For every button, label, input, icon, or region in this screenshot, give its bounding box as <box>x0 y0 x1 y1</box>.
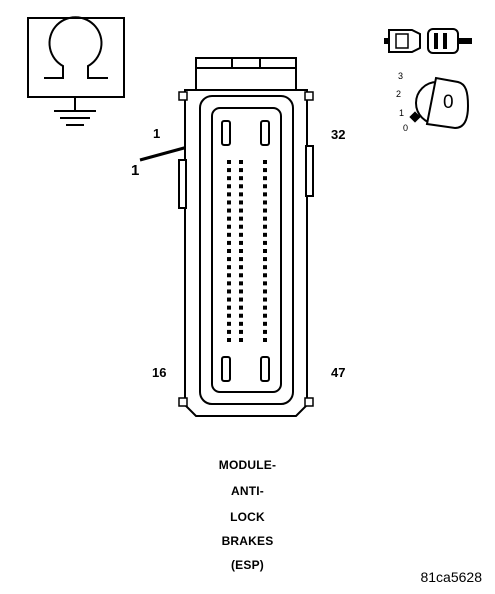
signal-pin <box>227 232 231 237</box>
pin-label-bottom-right: 47 <box>331 365 346 380</box>
signal-pin <box>263 257 267 262</box>
signal-pin <box>227 313 231 318</box>
signal-pin <box>227 273 231 278</box>
ignition-position-label: 0 <box>403 123 409 133</box>
signal-pin <box>227 249 231 253</box>
signal-pin <box>227 289 231 294</box>
signal-pin <box>263 232 267 237</box>
signal-pin <box>227 224 231 229</box>
signal-pin <box>239 176 243 181</box>
signal-pin <box>263 273 267 278</box>
signal-pin <box>263 160 267 164</box>
signal-pin <box>239 321 243 326</box>
signal-pin <box>227 265 231 270</box>
signal-pin <box>263 208 267 213</box>
signal-pin <box>263 224 267 229</box>
caption-line: LOCK <box>230 510 265 524</box>
signal-pin <box>263 200 267 205</box>
ignition-key-off-icon <box>409 76 470 130</box>
signal-pin <box>239 208 243 213</box>
signal-pin <box>239 249 243 253</box>
signal-pin <box>227 184 231 189</box>
signal-pin <box>239 297 243 302</box>
pin-label-top-right: 32 <box>331 127 346 142</box>
caption-line: BRAKES <box>221 534 274 548</box>
pin-label-bottom-left: 16 <box>152 365 167 380</box>
ignition-key-label: 0 <box>443 92 454 113</box>
connector-unplugged-icon <box>384 28 472 54</box>
signal-pin-grid <box>227 160 267 342</box>
signal-pin <box>227 305 231 310</box>
signal-pin <box>239 240 243 245</box>
signal-pin <box>227 297 231 302</box>
signal-pin <box>239 224 243 229</box>
signal-pin <box>263 281 267 286</box>
ignition-position-label: 2 <box>396 89 402 99</box>
caption-line: ANTI- <box>231 484 264 498</box>
ignition-position-label: 1 <box>399 108 405 118</box>
signal-pin <box>239 338 243 342</box>
figure-id: 81ca5628 <box>420 569 482 585</box>
signal-pin <box>239 329 243 334</box>
signal-pin <box>227 281 231 286</box>
signal-pin <box>239 265 243 270</box>
signal-pin <box>239 160 243 164</box>
signal-pin <box>227 200 231 205</box>
signal-pin <box>263 265 267 270</box>
caption-line: (ESP) <box>230 558 264 572</box>
signal-pin <box>227 192 231 197</box>
signal-pin <box>239 192 243 197</box>
signal-pin <box>227 240 231 245</box>
signal-pin <box>239 216 243 221</box>
signal-pin <box>227 338 231 342</box>
signal-pin <box>263 249 267 253</box>
signal-pin <box>239 168 243 173</box>
signal-pin <box>227 257 231 262</box>
signal-pin <box>263 338 267 342</box>
signal-pin <box>263 176 267 181</box>
abs-module-connector <box>178 57 314 417</box>
signal-pin <box>227 176 231 181</box>
caption-line: MODULE- <box>218 458 277 472</box>
signal-pin <box>239 257 243 262</box>
signal-pin <box>239 232 243 237</box>
signal-pin <box>227 160 231 164</box>
ohmmeter-ground-icon <box>27 16 125 126</box>
signal-pin <box>263 321 267 326</box>
signal-pin <box>263 313 267 318</box>
signal-pin <box>239 289 243 294</box>
signal-pin <box>263 329 267 334</box>
signal-pin <box>239 200 243 205</box>
signal-pin <box>263 192 267 197</box>
signal-pin <box>263 240 267 245</box>
signal-pin <box>263 289 267 294</box>
signal-pin <box>239 281 243 286</box>
signal-pin <box>227 329 231 334</box>
signal-pin <box>239 184 243 189</box>
signal-pin <box>239 273 243 278</box>
signal-pin <box>263 184 267 189</box>
pin-label-top-left: 1 <box>153 126 161 141</box>
ignition-position-label: 3 <box>398 71 404 81</box>
callout-number: 1 <box>131 162 140 179</box>
signal-pin <box>263 297 267 302</box>
signal-pin <box>263 168 267 173</box>
signal-pin <box>239 313 243 318</box>
signal-pin <box>227 168 231 173</box>
signal-pin <box>227 208 231 213</box>
signal-pin <box>239 305 243 310</box>
signal-pin <box>263 305 267 310</box>
signal-pin <box>263 216 267 221</box>
signal-pin <box>227 216 231 221</box>
signal-pin <box>227 321 231 326</box>
